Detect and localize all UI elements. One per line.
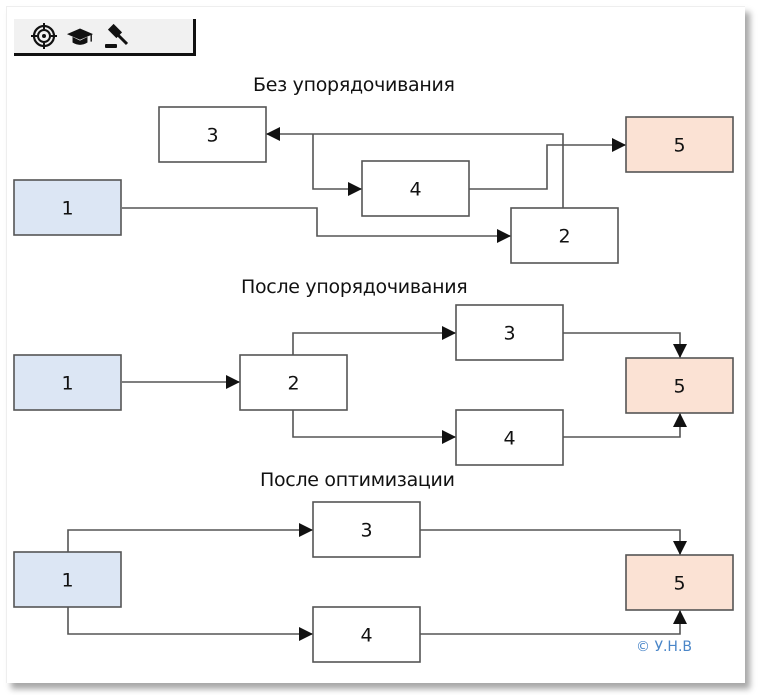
node-box — [510, 207, 619, 264]
section-title-ordered: После упорядочивания — [241, 276, 468, 298]
edge-s0-4-to-5 — [469, 138, 626, 190]
node-box — [239, 354, 348, 411]
edge-s2-4-to-5 — [420, 610, 687, 635]
toolbar — [14, 19, 196, 56]
gavel-icon[interactable] — [102, 22, 130, 50]
node-s2-5: 5 — [625, 554, 734, 611]
node-s0-3: 3 — [158, 106, 267, 163]
node-box — [625, 116, 734, 173]
section-title-unordered: Без упорядочивания — [253, 74, 455, 96]
node-label: 3 — [360, 520, 372, 542]
edge-s2-3-to-5 — [420, 529, 687, 555]
node-box — [455, 409, 564, 466]
node-s1-5: 5 — [625, 357, 734, 414]
node-box — [158, 106, 267, 163]
node-label: 5 — [673, 376, 685, 398]
node-label: 1 — [61, 373, 73, 395]
node-box — [312, 501, 421, 558]
node-s1-4: 4 — [455, 409, 564, 466]
target-icon[interactable] — [30, 22, 58, 50]
node-label: 4 — [360, 625, 372, 647]
copyright-label: © У.Н.В — [636, 639, 693, 655]
node-box — [361, 160, 470, 217]
edge-s0-1-to-2 — [122, 207, 511, 243]
node-label: 5 — [673, 135, 685, 157]
edge-s2-1-to-3 — [67, 523, 313, 552]
node-box — [13, 354, 122, 411]
node-s0-4: 4 — [361, 160, 470, 217]
node-label: 1 — [61, 570, 73, 592]
section-title-optimized: После оптимизации — [260, 469, 455, 491]
node-s0-2: 2 — [510, 207, 619, 264]
node-box — [13, 179, 122, 236]
node-s0-1: 1 — [13, 179, 122, 236]
node-box — [455, 304, 564, 361]
node-label: 4 — [503, 428, 515, 450]
node-box — [625, 357, 734, 414]
node-s2-1: 1 — [13, 551, 122, 608]
node-s1-1: 1 — [13, 354, 122, 411]
node-box — [312, 606, 421, 663]
node-label: 3 — [206, 125, 218, 147]
node-box — [13, 551, 122, 608]
edge-s0-2-to-4 — [312, 134, 362, 196]
node-label: 5 — [673, 573, 685, 595]
node-s2-3: 3 — [312, 501, 421, 558]
edge-s1-2-to-4 — [292, 410, 456, 444]
edge-s2-1-to-4 — [67, 607, 313, 641]
node-label: 2 — [558, 226, 570, 248]
node-label: 3 — [503, 323, 515, 345]
edge-s0-2-to-3 — [266, 127, 564, 208]
node-s1-3: 3 — [455, 304, 564, 361]
node-s0-5: 5 — [625, 116, 734, 173]
node-s2-4: 4 — [312, 606, 421, 663]
diagram-frame — [6, 6, 745, 683]
node-box — [625, 554, 734, 611]
edge-s1-4-to-5 — [562, 413, 687, 438]
node-label: 2 — [287, 373, 299, 395]
edge-s1-2-to-3 — [292, 326, 456, 355]
node-s1-2: 2 — [239, 354, 348, 411]
node-label: 4 — [409, 179, 421, 201]
node-label: 1 — [61, 198, 73, 220]
graduation-cap-icon[interactable] — [66, 22, 94, 50]
edge-s1-3-to-5 — [562, 332, 687, 358]
